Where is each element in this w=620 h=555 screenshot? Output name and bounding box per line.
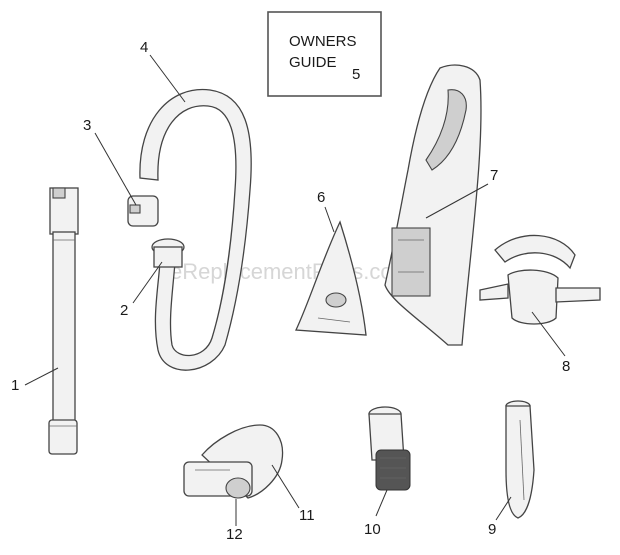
hose [139, 88, 252, 371]
callout-labels: 1 2 3 4 6 7 8 9 10 11 12 [11, 39, 570, 543]
callout-6: 6 [317, 189, 325, 206]
callout-9: 9 [488, 521, 496, 538]
callout-8: 8 [562, 358, 570, 375]
guide-part-number: 5 [352, 66, 360, 83]
callout-4: 4 [140, 39, 148, 56]
callout-12: 12 [226, 526, 243, 543]
extension-wand [48, 187, 79, 455]
guide-line-2: GUIDE [289, 54, 337, 71]
callout-3: 3 [83, 117, 91, 134]
crevice-tool [505, 400, 535, 519]
turbo-tool [183, 424, 284, 499]
nozzle-cover [479, 234, 601, 325]
side-cover [295, 220, 367, 336]
callout-11: 11 [299, 507, 315, 524]
watermark: eReplacementParts.com [170, 259, 411, 284]
leader-lines [24, 54, 566, 526]
callout-10: 10 [364, 521, 381, 538]
hose-cuff [127, 195, 159, 227]
dusting-brush [368, 406, 411, 491]
hose-swivel [151, 238, 185, 268]
callout-1: 1 [11, 377, 19, 394]
owners-guide-box: OWNERS GUIDE 5 [267, 11, 382, 97]
callout-2: 2 [120, 302, 128, 319]
callout-7: 7 [490, 167, 498, 184]
guide-line-1: OWNERS [289, 33, 357, 50]
handle-assembly [384, 64, 482, 346]
